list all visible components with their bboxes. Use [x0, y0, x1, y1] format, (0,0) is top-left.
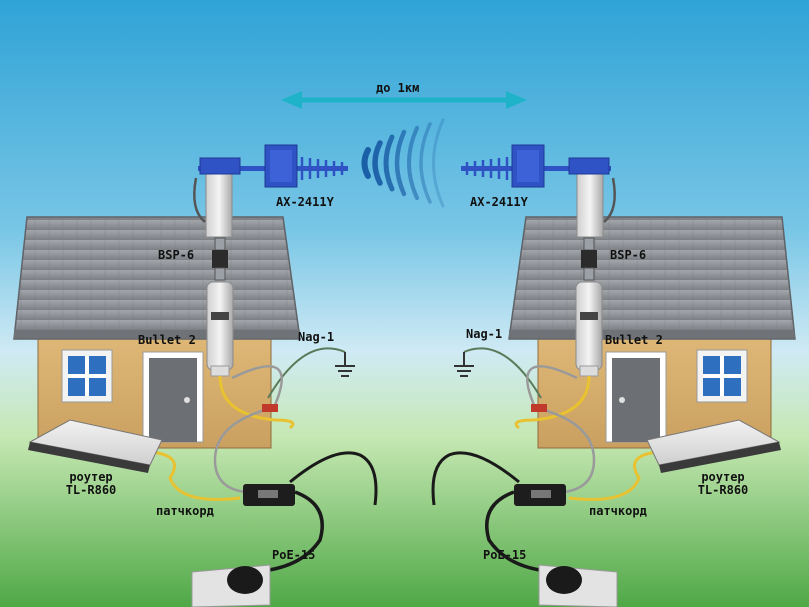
left-patchcord-label: патчкорд: [156, 504, 214, 518]
right-window: [696, 349, 748, 403]
right-router-label-line2: TL-R860: [697, 483, 749, 497]
right-patchcord-label: патчкорд: [589, 504, 647, 518]
left-poe-injector-icon: [243, 484, 295, 506]
right-bullet-icon: [575, 281, 603, 377]
left-grounding-icon: [267, 347, 355, 399]
left-cables: [149, 365, 378, 574]
right-door: [605, 351, 667, 443]
left-router-label-line2: TL-R860: [65, 483, 117, 497]
right-grounding-label: Nag-1: [466, 327, 503, 341]
left-power-socket-icon: [191, 564, 271, 607]
left-router-icon: [28, 419, 163, 473]
left-grounding-label: Nag-1: [298, 330, 335, 344]
right-power-socket-icon: [538, 564, 618, 607]
distance-arrow: [281, 91, 527, 109]
right-router-label-line1: роутер: [701, 470, 745, 484]
right-bullet-label: Bullet 2: [605, 333, 663, 347]
left-antenna-yagi-icon: [198, 144, 348, 188]
left-poe-label: PoE-15: [272, 548, 316, 562]
right-grounding-icon: [454, 347, 542, 399]
left-bullet-icon: [206, 281, 234, 377]
left-protector-icon: [212, 237, 228, 281]
left-protector-label: BSP-6: [158, 248, 195, 262]
left-antenna-label: AX-2411Y: [276, 195, 334, 209]
left-mast: [193, 164, 233, 238]
right-protector-label: BSP-6: [610, 248, 647, 262]
left-router-label-line1: роутер: [69, 470, 113, 484]
left-door: [142, 351, 204, 443]
left-window: [61, 349, 113, 403]
right-antenna-label: AX-2411Y: [470, 195, 528, 209]
right-protector-icon: [581, 237, 597, 281]
right-mast: [576, 164, 616, 238]
right-poe-label: PoE-15: [483, 548, 527, 562]
right-cables: [431, 365, 660, 574]
right-router-icon: [646, 419, 781, 473]
right-poe-injector-icon: [514, 484, 566, 506]
left-bullet-label: Bullet 2: [138, 333, 196, 347]
right-antenna-yagi-icon: [461, 144, 611, 188]
radio-waves-icon: [361, 118, 445, 208]
distance-label: до 1км: [376, 81, 420, 95]
